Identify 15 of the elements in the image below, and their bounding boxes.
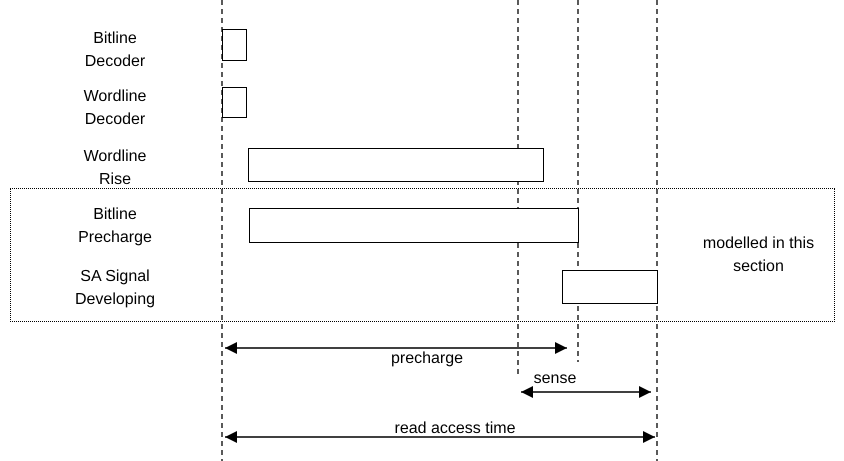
timing-bar: [222, 87, 247, 118]
row-label: Bitline Decoder: [84, 28, 146, 71]
row-label: Wordline Decoder: [82, 86, 148, 129]
timing-bar: [249, 208, 579, 243]
timing-bar: [562, 270, 658, 304]
row-label: Wordline Rise: [82, 146, 148, 189]
dimension-label: read access time: [394, 420, 516, 438]
dimension-label: sense: [534, 370, 576, 388]
timing-bar: [222, 29, 247, 61]
section-frame: [10, 188, 835, 322]
row-label: Bitline Precharge: [77, 204, 153, 247]
timing-bar: [248, 148, 544, 182]
row-label: SA Signal Developing: [74, 266, 156, 309]
dimension-label: precharge: [390, 350, 464, 368]
section-note: modelled in this section: [702, 234, 816, 277]
